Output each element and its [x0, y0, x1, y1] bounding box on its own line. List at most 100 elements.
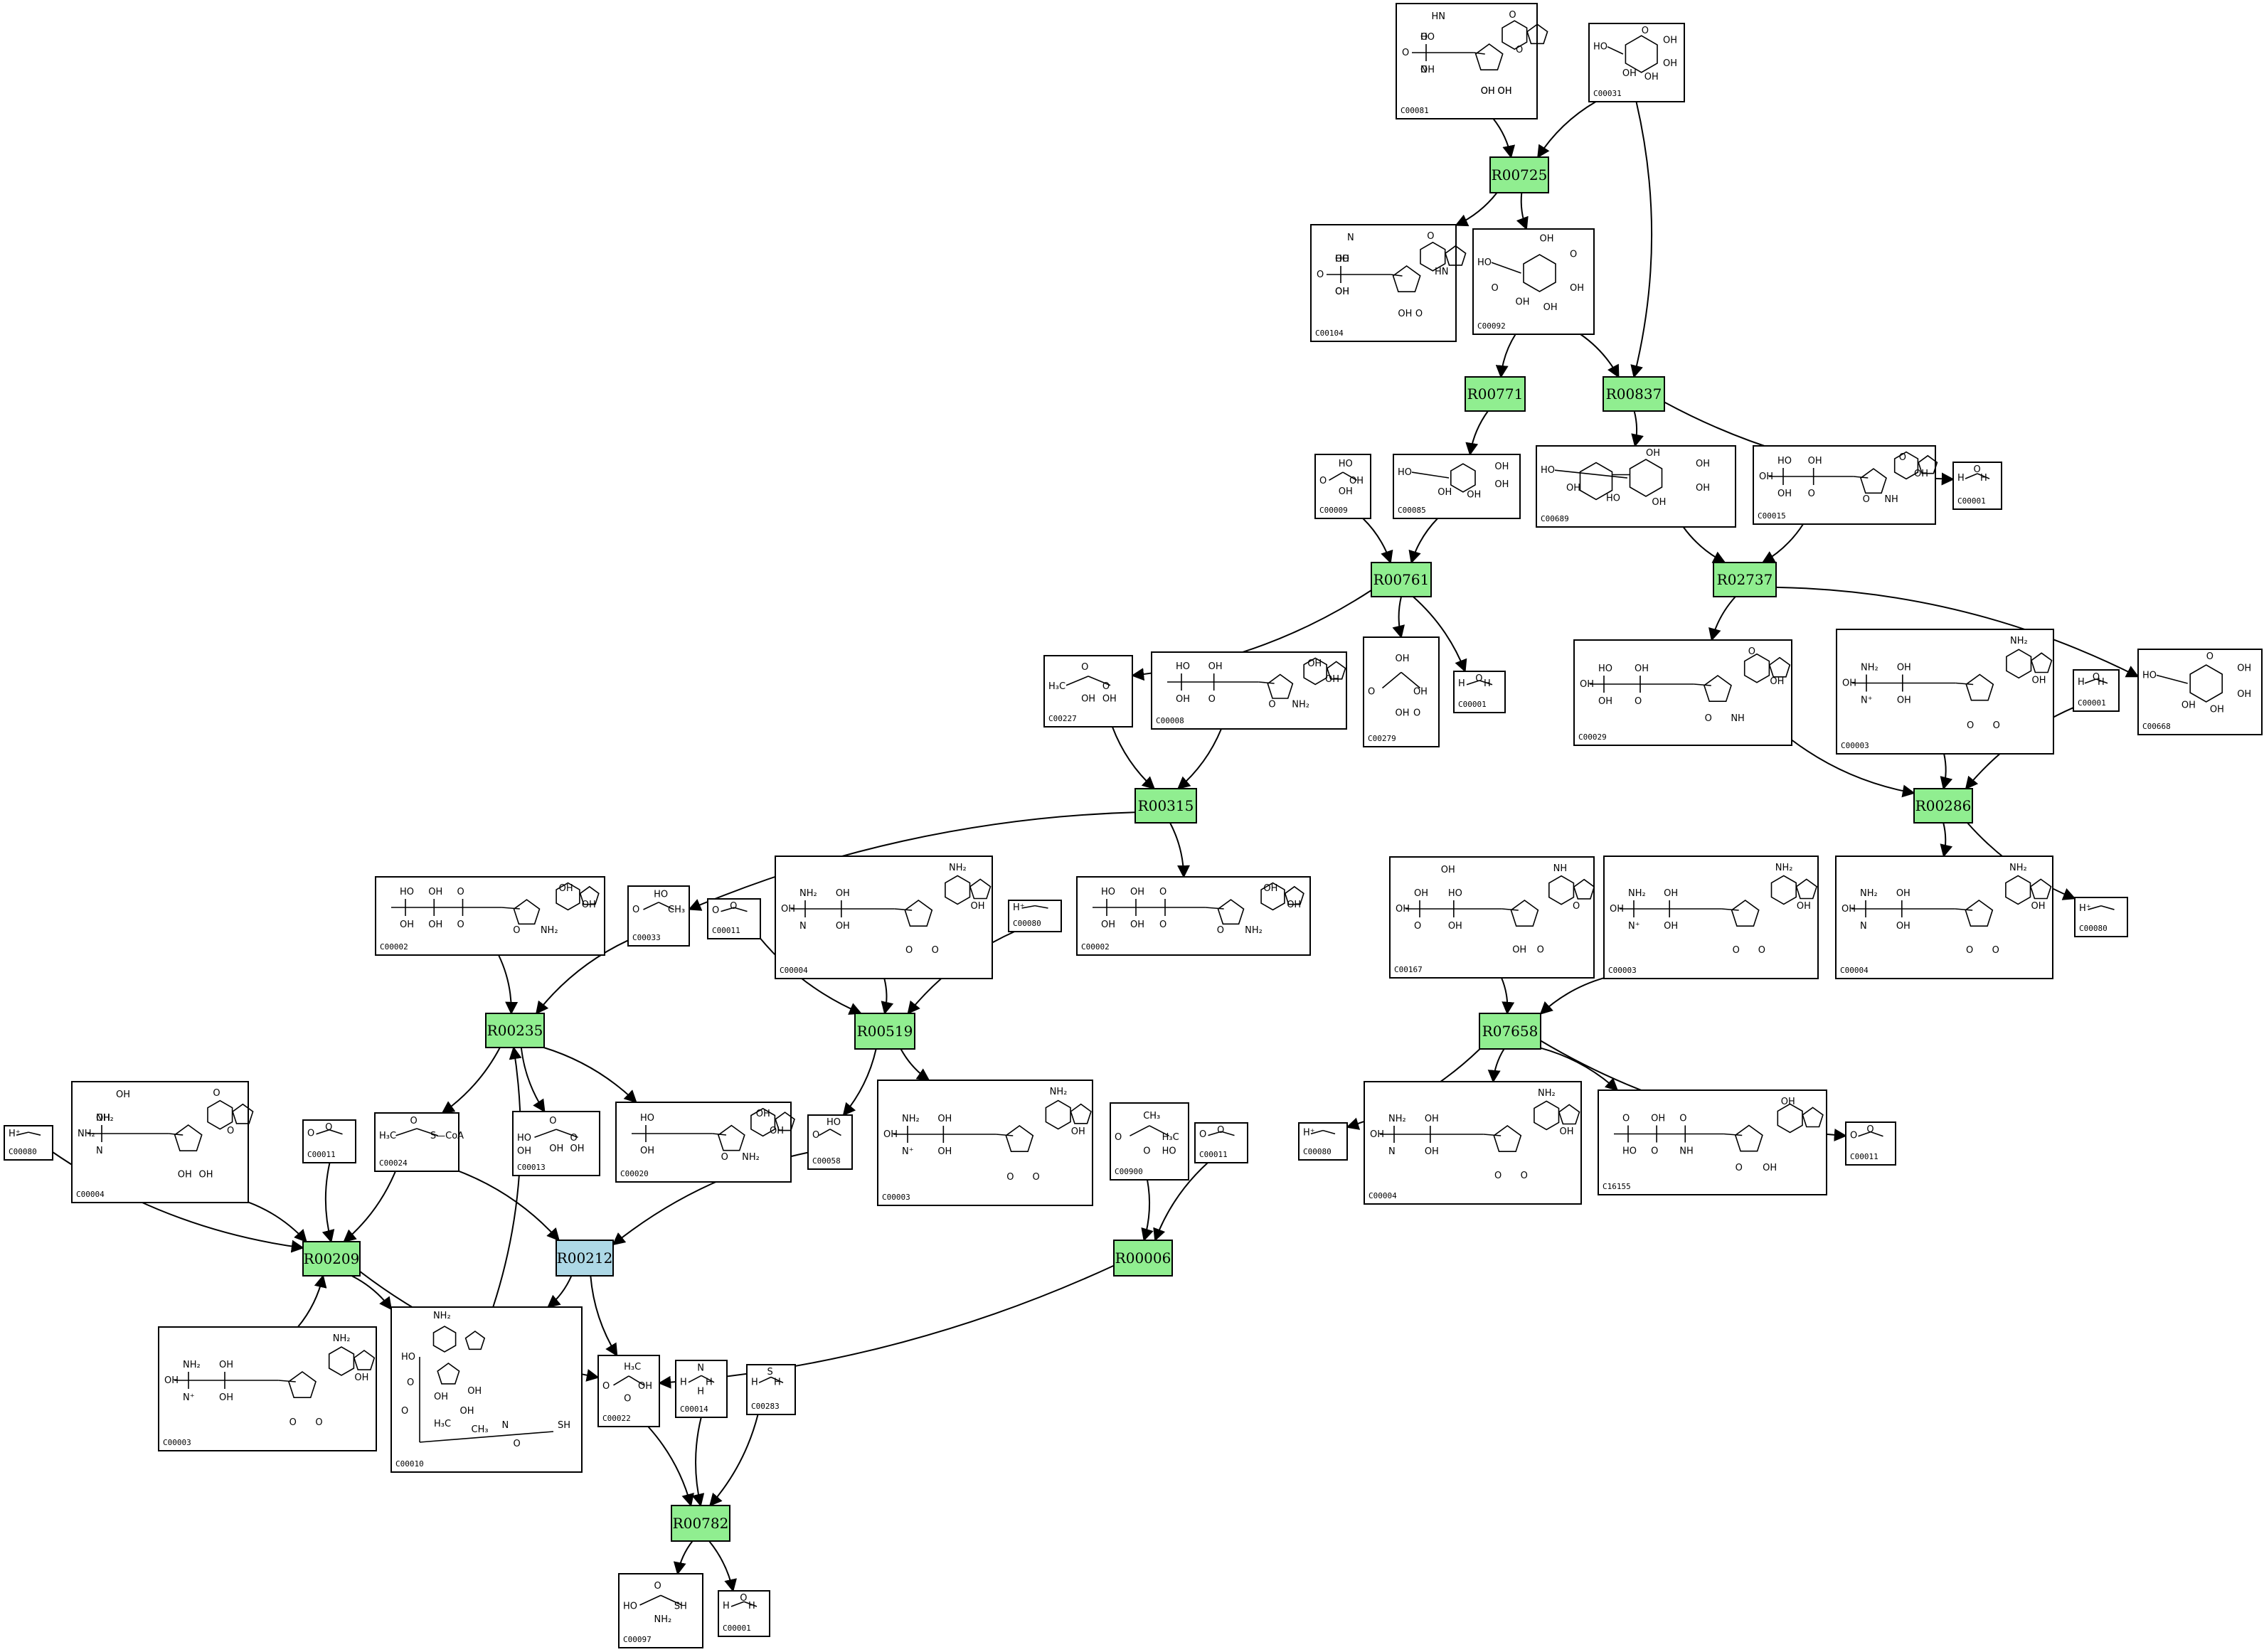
- compound-box[interactable]: [302, 1119, 356, 1163]
- compound-C00080[interactable]: H⁺C00080: [1008, 900, 1062, 932]
- compound-box[interactable]: [775, 856, 993, 979]
- reaction-R00286[interactable]: R00286: [1913, 788, 1973, 824]
- compound-box[interactable]: [1310, 224, 1457, 342]
- compound-box[interactable]: [1110, 1102, 1189, 1181]
- compound-box[interactable]: [707, 898, 761, 939]
- compound-box[interactable]: [1845, 1121, 1896, 1166]
- compound-box[interactable]: [807, 1114, 853, 1170]
- reaction-box[interactable]: [1479, 1013, 1541, 1050]
- reaction-R00315[interactable]: R00315: [1134, 788, 1197, 824]
- compound-box[interactable]: [1389, 856, 1595, 979]
- reaction-R00782[interactable]: R00782: [671, 1505, 730, 1542]
- compound-box[interactable]: [746, 1364, 796, 1415]
- compound-box[interactable]: [2074, 897, 2128, 937]
- compound-box[interactable]: [158, 1326, 377, 1451]
- compound-box[interactable]: [1836, 629, 2054, 755]
- compound-box[interactable]: [675, 1360, 728, 1418]
- reaction-R00006[interactable]: R00006: [1113, 1240, 1173, 1277]
- compound-box[interactable]: [1598, 1089, 1827, 1195]
- compound-box[interactable]: [1298, 1122, 1348, 1161]
- compound-box[interactable]: [718, 1590, 770, 1637]
- reaction-R00519[interactable]: R00519: [854, 1013, 915, 1050]
- reaction-R02737[interactable]: R02737: [1713, 562, 1777, 597]
- reaction-box[interactable]: [556, 1240, 614, 1277]
- reaction-R00761[interactable]: R00761: [1371, 562, 1432, 597]
- reaction-box[interactable]: [1489, 156, 1549, 193]
- reaction-box[interactable]: [854, 1013, 915, 1050]
- compound-box[interactable]: [1835, 856, 2053, 979]
- compound-box[interactable]: [877, 1080, 1093, 1206]
- compound-box[interactable]: [1194, 1122, 1248, 1163]
- compound-box[interactable]: [71, 1081, 249, 1203]
- compound-box[interactable]: [512, 1111, 600, 1176]
- compound-box[interactable]: [1151, 651, 1347, 730]
- compound-box[interactable]: [1008, 900, 1062, 932]
- reaction-R00837[interactable]: R00837: [1603, 376, 1665, 412]
- reaction-box[interactable]: [671, 1505, 730, 1542]
- compound-box[interactable]: [618, 1573, 703, 1648]
- reaction-box[interactable]: [302, 1241, 361, 1277]
- compound-box[interactable]: [390, 1306, 583, 1473]
- reaction-box[interactable]: [1371, 562, 1432, 597]
- reaction-box[interactable]: [1113, 1240, 1173, 1277]
- reaction-R00771[interactable]: R00771: [1465, 376, 1526, 412]
- compound-C00080[interactable]: H⁺C00080: [1298, 1122, 1348, 1161]
- compound-box[interactable]: [374, 1112, 459, 1172]
- compound-box[interactable]: [4, 1125, 53, 1161]
- reaction-box[interactable]: [1134, 788, 1197, 824]
- compound-box[interactable]: [1603, 856, 1819, 979]
- compound-box[interactable]: [1076, 876, 1311, 956]
- reaction-R00235[interactable]: R00235: [485, 1013, 545, 1048]
- reaction-box[interactable]: [1713, 562, 1777, 597]
- compound-box[interactable]: [597, 1355, 660, 1427]
- compound-box[interactable]: [1363, 636, 1440, 747]
- compound-box[interactable]: [1393, 454, 1521, 519]
- reaction-box[interactable]: [1913, 788, 1973, 824]
- compound-box[interactable]: [627, 885, 690, 947]
- reaction-R00212[interactable]: R00212: [556, 1240, 614, 1277]
- compound-box[interactable]: [1364, 1081, 1582, 1205]
- compound-box[interactable]: [1952, 462, 2002, 510]
- reaction-box[interactable]: [1603, 376, 1665, 412]
- compound-box[interactable]: [1453, 671, 1506, 713]
- compound-box[interactable]: [1536, 445, 1736, 528]
- compound-box[interactable]: [1588, 23, 1685, 102]
